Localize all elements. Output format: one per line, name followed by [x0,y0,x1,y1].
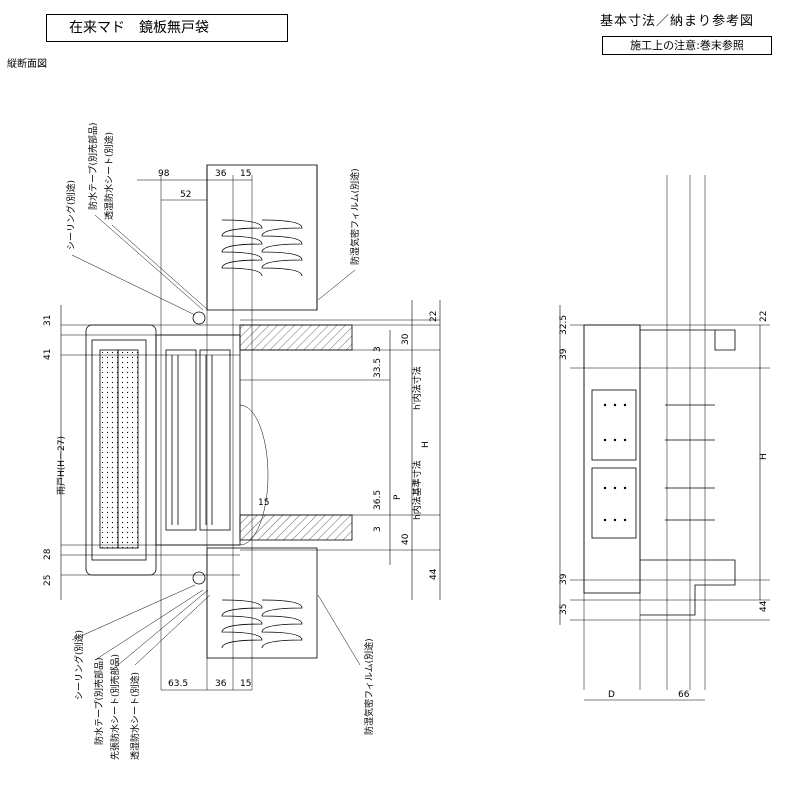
dim-66: 66 [678,690,690,700]
callout-sheet-top: 透湿防水シート(別途) [103,132,115,220]
dim-28: 28 [43,548,53,560]
dim-63-5-bottom: 63.5 [168,679,188,689]
dim-98-top: 98 [158,169,170,179]
callout-tape-bottom: 防水テープ(別売部品) [93,658,105,745]
label-D: D [608,690,615,700]
dim-31: 31 [43,315,53,326]
drawing-title: 在来マド 鏡板無戸袋 [46,14,288,42]
shutter-panel [85,324,157,576]
panel-upper [591,389,637,461]
lower-wall [206,514,353,659]
label-inner-size: h′内法寸法 [411,366,423,410]
callout-pre-sheet-bottom: 先張防水シート(別売部品) [109,654,121,760]
seal-bottom [192,571,206,585]
callout-sealing-bottom: シーリング(別途) [73,630,85,700]
dim-33-5: 33.5 [373,358,383,378]
label-shutter-height: 雨戸H(H－27) [56,436,67,495]
label-H-left: H [421,441,431,448]
right-elevation [559,175,770,701]
dim-15-inner: 15 [258,498,269,508]
dim-44-right: 44 [759,600,769,612]
dim-39-bottom: 39 [559,573,569,585]
seal-top [192,311,206,325]
dim-40: 40 [401,533,411,545]
panel-dots [603,403,627,522]
drawing-heading: 基本寸法／納まり参考図 [600,14,755,29]
dim-22-left: 22 [429,311,439,322]
dim-3a: 3 [373,346,383,352]
label-P: P [393,494,403,500]
callout-film-bottom: 防湿気密フィルム(別途) [363,638,375,735]
dim-3b: 3 [373,526,383,532]
left-section [60,164,441,691]
dim-15-bottom: 15 [240,679,251,689]
construction-note: 施工上の注意:巻末参照 [602,36,772,55]
dim-39-top: 39 [559,348,569,360]
label-std-size: h内法基準寸法 [411,460,423,520]
dim-36-top: 36 [215,169,227,179]
dim-15-top: 15 [240,169,251,179]
callout-tape-top: 防水テープ(別売部品) [87,123,99,210]
callout-sheet-bottom: 透湿防水シート(別途) [129,672,141,760]
dim-35: 35 [559,604,569,615]
view-label: 縦断面図 [7,59,47,70]
upper-wall [206,164,353,351]
dim-22-right: 22 [759,311,769,322]
dim-32-5: 32.5 [559,315,569,335]
dim-41: 41 [43,349,53,360]
dim-36-5: 36.5 [373,490,383,510]
sash-frames [155,334,269,546]
dim-30: 30 [401,333,411,345]
label-H-right: H [759,453,769,460]
dim-44-left: 44 [429,568,439,580]
dim-52-top: 52 [180,190,191,200]
panel-lower [591,467,637,539]
dim-36-bottom: 36 [215,679,227,689]
callout-film-top: 防湿気密フィルム(別途) [349,168,361,265]
callout-sealing-top: シーリング(別途) [65,180,77,250]
dim-25: 25 [43,575,53,586]
